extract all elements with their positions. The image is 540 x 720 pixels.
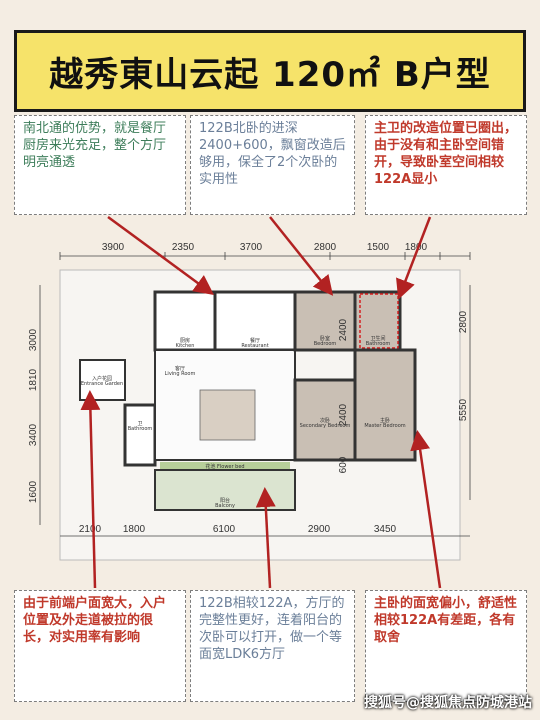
room-balcony-label: 阳台 — [220, 497, 230, 504]
bathroom-highlight — [359, 293, 399, 349]
note-top-mid-text: 122B北卧的进深2400+600，飘窗改造后够用，保全了2个次卧的实用性 — [199, 121, 346, 187]
room-dining-label: 餐厅 — [250, 337, 260, 344]
living-rug — [199, 389, 256, 441]
room-living-label-en: Living Room — [165, 371, 196, 377]
note-bottom-mid-text: 122B相较122A，方厅的完整性更好，连着阳台的次卧可以打开，做一个等面宽LD… — [199, 596, 345, 662]
room-small-bath — [123, 403, 157, 467]
dim-bottom-1: 2100 — [79, 524, 102, 535]
room-bathroom-label: 卫生间 — [370, 335, 385, 342]
dim-inner-1: 2400 — [338, 318, 349, 341]
room-bedroom-label: 卧室 — [320, 335, 330, 342]
dim-right-1: 2800 — [458, 310, 469, 333]
room-kitchen-label-en: Kitchen — [176, 343, 195, 349]
title-banner: 越秀東山云起 120㎡ B户型 — [14, 30, 526, 112]
room-living-label: 客厅 — [175, 365, 185, 372]
note-bottom-mid: 122B相较122A，方厅的完整性更好，连着阳台的次卧可以打开，做一个等面宽LD… — [190, 590, 355, 702]
dim-bottom-4: 2900 — [308, 524, 331, 535]
room-bathroom-label-en: Bathroom — [366, 341, 391, 347]
room-kitchen-label: 厨房 — [180, 337, 190, 344]
note-bottom-right-text: 主卧的面宽偏小，舒适性相较122A有差距，各有取舍 — [374, 596, 518, 645]
room-secondary-bedroom — [293, 378, 357, 462]
flower-bed-label: 花池 Flower bed — [205, 463, 244, 470]
room-small-bath-label: 卫 — [137, 421, 142, 427]
floor-plan: 3900 2350 3700 2800 1500 1800 2100 1800 … — [28, 242, 471, 561]
dim-left-2: 1810 — [28, 368, 39, 391]
room-master — [353, 348, 417, 462]
dim-inner-3: 600 — [338, 456, 349, 473]
room-entrance-label: 入户花园 — [92, 375, 112, 382]
room-secondary-label: 次卧 — [320, 417, 330, 424]
note-bottom-left-text: 由于前端户面宽大，入户位置及外走道被拉的很长，对实用率有影响 — [23, 596, 167, 645]
room-master-label-en: Master Bedroom — [364, 423, 405, 429]
dim-top-3: 3700 — [240, 242, 263, 253]
dim-top-1: 3900 — [102, 242, 125, 253]
dim-top-4: 2800 — [314, 242, 337, 253]
dim-right-2: 5550 — [458, 398, 469, 421]
room-dining-label-en: Restaurant — [241, 343, 268, 349]
room-balcony-label-en: Balcony — [215, 503, 235, 509]
dim-left-1: 3000 — [28, 328, 39, 351]
watermark: 搜狐号@搜狐焦点防城港站 — [364, 695, 532, 711]
dim-top-2: 2350 — [172, 242, 195, 253]
dim-top-5: 1500 — [367, 242, 390, 253]
flower-bed — [160, 462, 290, 470]
room-bathroom — [353, 290, 402, 352]
dim-inner-2: 2400 — [338, 403, 349, 426]
room-entrance-label-en: Entrance Garden — [81, 381, 123, 387]
note-bottom-left: 由于前端户面宽大，入户位置及外走道被拉的很长，对实用率有影响 — [14, 590, 186, 702]
note-bottom-right: 主卧的面宽偏小，舒适性相较122A有差距，各有取舍 — [365, 590, 527, 702]
dim-left-4: 1600 — [28, 480, 39, 503]
room-kitchen — [153, 290, 217, 352]
room-small-bath-label-en: Bathroom — [128, 426, 153, 432]
dim-bottom-5: 3450 — [374, 524, 397, 535]
note-top-right-text: 主卫的改造位置已圈出，由于没有和主卧空间错开，导致卧室空间相较122A显小 — [374, 121, 518, 187]
dim-top-6: 1800 — [405, 242, 428, 253]
room-secondary-label-en: Secondary Bedroom — [300, 423, 351, 429]
room-bedroom-label-en: Bedroom — [314, 341, 337, 347]
note-top-mid: 122B北卧的进深2400+600，飘窗改造后够用，保全了2个次卧的实用性 — [190, 115, 355, 215]
dim-left-3: 3400 — [28, 423, 39, 446]
page-title: 越秀東山云起 120㎡ B户型 — [49, 54, 491, 95]
dim-bottom-2: 1800 — [123, 524, 146, 535]
note-top-left-text: 南北通的优势，就是餐厅厨房来光充足，整个方厅明亮通透 — [23, 121, 167, 170]
note-top-left: 南北通的优势，就是餐厅厨房来光充足，整个方厅明亮通透 — [14, 115, 186, 215]
dim-bottom-3: 6100 — [213, 524, 236, 535]
note-top-right: 主卫的改造位置已圈出，由于没有和主卧空间错开，导致卧室空间相较122A显小 — [365, 115, 527, 215]
room-master-label: 主卧 — [380, 417, 390, 424]
